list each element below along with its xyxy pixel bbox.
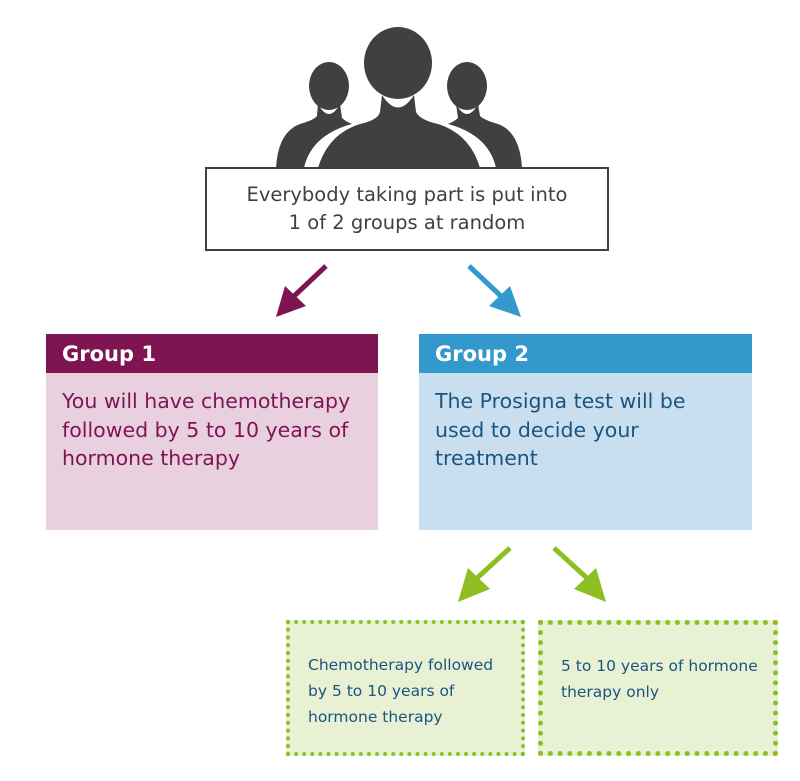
intro-text: Everybody taking part is put into 1 of 2… <box>246 183 568 234</box>
group-1-description: You will have chemotherapy followed by 5… <box>62 389 351 470</box>
arrow-down-left-icon <box>458 546 512 602</box>
outcome-hormone-only: 5 to 10 years of hormone therapy only <box>538 620 778 756</box>
outcome-chemo-and-hormone: Chemotherapy followed by 5 to 10 years o… <box>286 620 525 756</box>
group-2-card: Group 2 The Prosigna test will be used t… <box>419 334 752 530</box>
group-2-title: Group 2 <box>419 334 752 373</box>
outcome-2-text: 5 to 10 years of hormone therapy only <box>561 657 758 701</box>
arrow-down-right-icon <box>552 546 606 602</box>
intro-box: Everybody taking part is put into 1 of 2… <box>205 167 609 251</box>
group-2-description: The Prosigna test will be used to decide… <box>435 389 686 470</box>
arrow-down-right-icon <box>467 264 521 317</box>
arrow-down-left-icon <box>276 264 328 317</box>
outcome-1-text: Chemotherapy followed by 5 to 10 years o… <box>308 656 494 726</box>
group-1-card: Group 1 You will have chemotherapy follo… <box>46 334 378 530</box>
group-1-title: Group 1 <box>46 334 378 373</box>
people-group-icon <box>276 27 522 168</box>
